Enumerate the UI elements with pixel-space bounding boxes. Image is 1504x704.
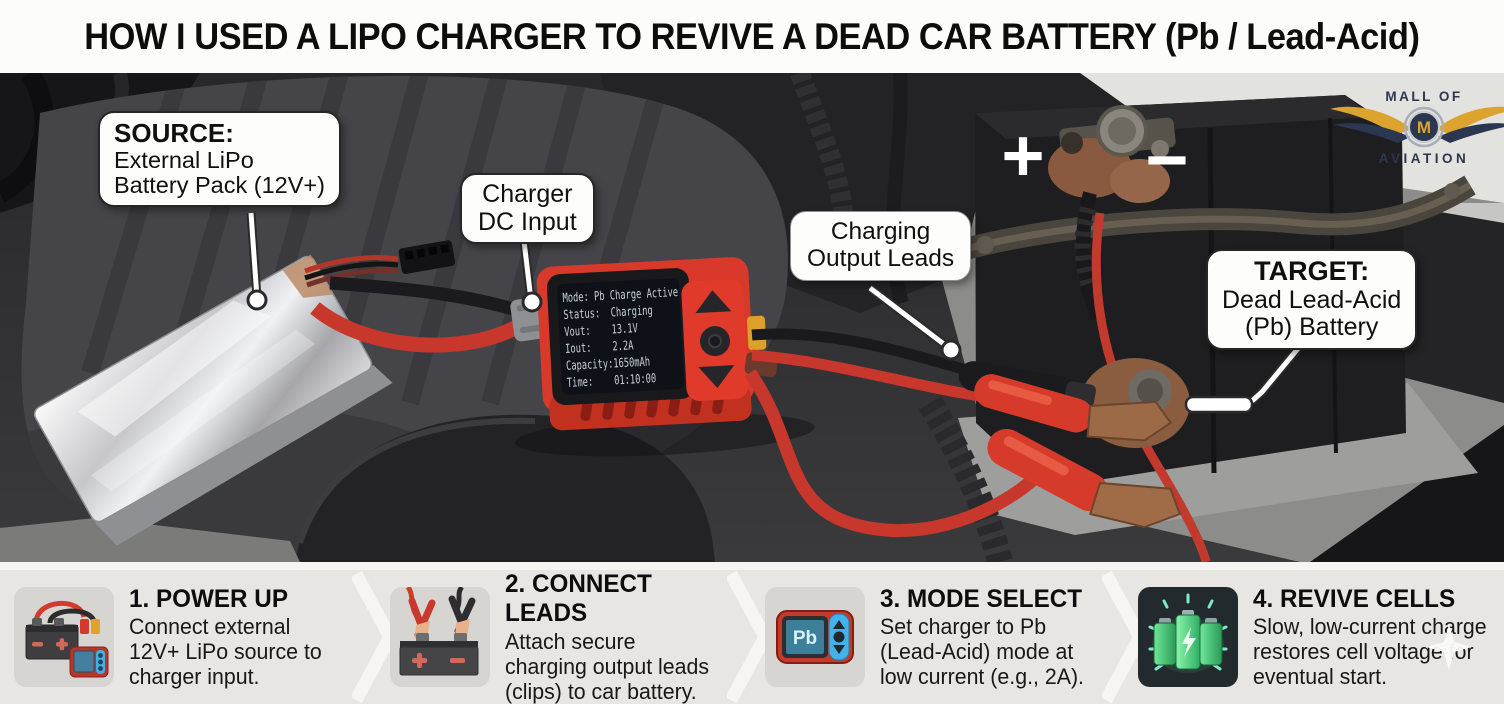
callout-target-heading: TARGET: <box>1254 256 1370 286</box>
lcd-line-capacity: Capacity:1650mAh <box>566 354 651 373</box>
glowing-batteries-icon <box>1138 587 1238 687</box>
step-4-heading: 4. REVIVE CELLS <box>1253 584 1456 613</box>
step-2: 2. CONNECT LEADS Attach secure charging … <box>390 570 728 704</box>
callout-out-line2: Output Leads <box>807 244 955 272</box>
step-1-body: Connect external 12V+ LiPo source to cha… <box>129 614 322 690</box>
divider <box>0 562 1504 570</box>
step-2-heading: 2. CONNECT LEADS <box>505 570 652 627</box>
title-bar: HOW I USED A LIPO CHARGER TO REVIVE A DE… <box>0 0 1504 73</box>
callout-target: TARGET: Dead Lead-Acid (Pb) Battery <box>1206 249 1418 350</box>
step-3-heading: 3. MODE SELECT <box>880 584 1083 613</box>
lcd-line-vout: Vout: 13.1V <box>564 321 639 340</box>
cowl <box>0 518 300 562</box>
pb-mode-charger-icon: Pb <box>765 587 865 687</box>
step-3-body: Set charger to Pb (Lead-Acid) mode at lo… <box>880 614 1085 690</box>
callout-source-line1: External LiPo <box>114 146 254 173</box>
callout-pointers <box>246 212 1304 414</box>
minus-terminal-mark: − <box>1145 118 1188 201</box>
callout-source-heading: SOURCE: <box>114 118 234 148</box>
lipo-charger: Mode: Pb Charge Active Status: Charging … <box>515 257 815 457</box>
step-1: 1. POWER UP Connect external 12V+ LiPo s… <box>14 570 352 704</box>
page-title: HOW I USED A LIPO CHARGER TO REVIVE A DE… <box>84 15 1420 57</box>
lcd-screen <box>557 278 685 395</box>
input-wire-black <box>329 276 522 318</box>
input-wire-red <box>310 302 524 353</box>
output-wire-red-2 <box>744 369 1047 538</box>
plus-terminal-mark: + <box>1001 114 1044 197</box>
callout-charging-output-leads: Charging Output Leads <box>790 211 972 281</box>
svg-text:Pb: Pb <box>793 628 817 649</box>
red-alligator-clip-lower <box>987 428 1182 529</box>
lcd-line-status: Status: Charging <box>563 303 653 323</box>
callout-source: SOURCE: External LiPo Battery Pack (12V+… <box>98 111 341 208</box>
ribbed-hose <box>918 396 1013 562</box>
logo-top-text: MALL OF <box>1385 89 1462 104</box>
step-3: Pb 3. MODE SELECT Set charger to Pb (Lea… <box>765 570 1103 704</box>
lcd-line-mode: Mode: Pb Charge Active <box>562 284 678 305</box>
up-button <box>695 290 732 314</box>
callout-charger-dc-input: Charger DC Input <box>460 173 595 244</box>
lipo-to-charger-icon <box>14 587 114 687</box>
callout-out-line1: Charging <box>830 218 931 245</box>
callout-dc-line1: Charger <box>482 180 573 208</box>
down-button <box>698 365 735 389</box>
step-1-heading: 1. POWER UP <box>129 584 289 613</box>
balance-connector <box>304 240 456 288</box>
logo-monogram: M <box>1417 118 1431 137</box>
logo-wings <box>1330 106 1504 143</box>
lcd-line-iout: Iout: 2.2A <box>565 338 634 357</box>
lipo-battery-pack <box>33 254 393 546</box>
callout-dc-line2: DC Input <box>478 207 577 236</box>
step-2-body: Attach secure charging output leads (cli… <box>505 628 710 704</box>
lcd-line-time: Time: 01:10:00 <box>567 371 657 391</box>
charger-display-text: Mode: Pb Charge Active Status: Charging … <box>562 284 678 391</box>
corroded-terminal <box>1048 105 1176 203</box>
callout-source-line2: Battery Pack (12V+) <box>114 172 325 199</box>
logo-bottom-text: AVIATION <box>1379 151 1470 166</box>
steps-bar: 1. POWER UP Connect external 12V+ LiPo s… <box>0 570 1504 704</box>
step-4: 4. REVIVE CELLS Slow, low-current charge… <box>1138 570 1504 704</box>
mall-of-aviation-logo: MALL OF M AVIATION <box>1330 89 1504 166</box>
callout-target-line2: (Pb) Battery <box>1244 313 1379 342</box>
callout-target-line1: Dead Lead-Acid <box>1222 285 1402 314</box>
red-alligator-clip-upper <box>974 374 1172 442</box>
clips-on-battery-icon <box>390 587 490 687</box>
step-4-body: Slow, low-current charge restores cell v… <box>1253 614 1487 690</box>
engine-bay-photo: Mode: Pb Charge Active Status: Charging … <box>0 73 1504 562</box>
